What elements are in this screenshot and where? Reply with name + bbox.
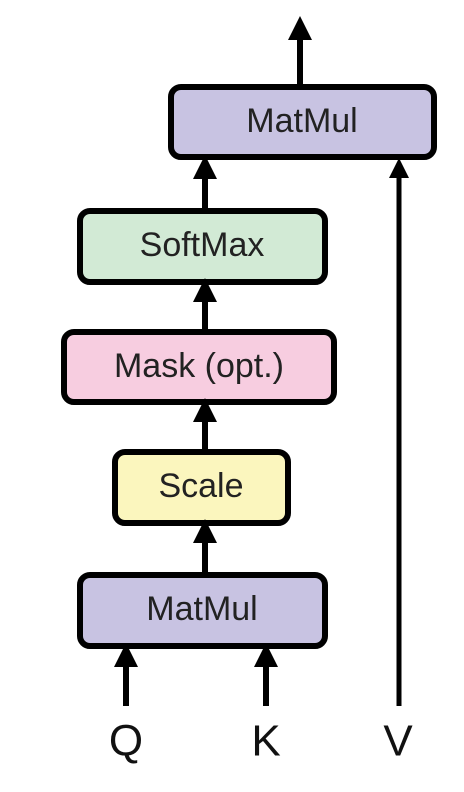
input-v-label: V xyxy=(383,717,413,766)
mask-label: Mask (opt.) xyxy=(114,347,284,385)
matmul-bottom-box xyxy=(77,572,328,649)
matmul-top-block: MatMul xyxy=(168,84,437,160)
scale-block: Scale xyxy=(112,449,291,526)
softmax-label: SoftMax xyxy=(140,226,265,264)
matmul-top-label: MatMul xyxy=(246,102,357,140)
matmul-bottom-label: MatMul xyxy=(146,590,257,628)
matmul-top-box xyxy=(168,84,437,160)
softmax-block: SoftMax xyxy=(77,208,328,285)
mask-block: Mask (opt.) xyxy=(61,329,337,405)
input-q-label: Q xyxy=(109,717,143,766)
input-k-label: K xyxy=(251,717,280,766)
matmul-bottom-block: MatMul xyxy=(77,572,328,649)
scale-label: Scale xyxy=(158,467,243,505)
